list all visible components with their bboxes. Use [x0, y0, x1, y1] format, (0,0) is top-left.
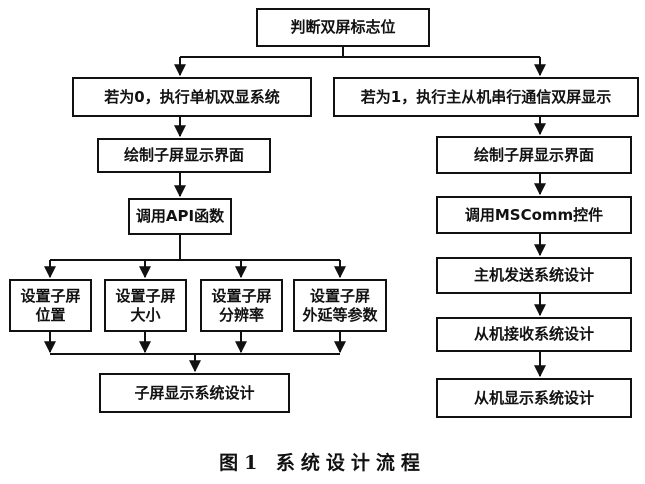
right-host-send-label: 主机发送系统设计: [473, 266, 594, 285]
left-final-label: 子屏显示系统设计: [134, 383, 255, 402]
set-position-line2: 位置: [35, 305, 66, 324]
figure-caption: 图1 系统设计流程: [219, 452, 426, 474]
set-extend-line2: 外延等参数: [302, 305, 378, 324]
right-draw-label: 绘制子屏显示界面: [473, 145, 594, 164]
set-resolution-line1: 设置子屏: [211, 286, 272, 305]
right-mscomm-node: 调用MSComm控件: [436, 196, 632, 234]
set-resolution-node: 设置子屏 分辨率: [200, 279, 283, 332]
start-label: 判断双屏标志位: [290, 18, 396, 37]
set-position-line1: 设置子屏: [20, 286, 81, 305]
set-size-line2: 大小: [130, 305, 161, 324]
set-size-line1: 设置子屏: [115, 286, 176, 305]
left-final-node: 子屏显示系统设计: [99, 373, 290, 413]
set-size-node: 设置子屏 大小: [104, 279, 187, 332]
right-mscomm-label: 调用MSComm控件: [464, 205, 604, 224]
right-slave-display-node: 从机显示系统设计: [436, 378, 632, 418]
set-resolution-line2: 分辨率: [218, 305, 264, 324]
set-position-node: 设置子屏 位置: [9, 279, 92, 332]
left-api-node: 调用API函数: [128, 198, 232, 235]
right-draw-node: 绘制子屏显示界面: [436, 136, 632, 174]
left-branch-label: 若为0，执行单机双显系统: [104, 87, 280, 106]
left-branch-node: 若为0，执行单机双显系统: [72, 77, 312, 117]
set-extend-node: 设置子屏 外延等参数: [293, 279, 387, 332]
right-slave-recv-label: 从机接收系统设计: [473, 325, 594, 344]
left-api-label: 调用API函数: [135, 207, 225, 226]
right-host-send-node: 主机发送系统设计: [436, 257, 632, 294]
right-branch-node: 若为1，执行主从机串行通信双屏显示: [333, 77, 639, 117]
left-draw-node: 绘制子屏显示界面: [97, 138, 271, 173]
right-slave-display-label: 从机显示系统设计: [473, 388, 594, 407]
right-slave-recv-node: 从机接收系统设计: [436, 317, 632, 352]
set-extend-line1: 设置子屏: [309, 286, 370, 305]
left-draw-label: 绘制子屏显示界面: [123, 146, 244, 165]
right-branch-label: 若为1，执行主从机串行通信双屏显示: [360, 87, 612, 106]
start-node: 判断双屏标志位: [256, 8, 430, 47]
